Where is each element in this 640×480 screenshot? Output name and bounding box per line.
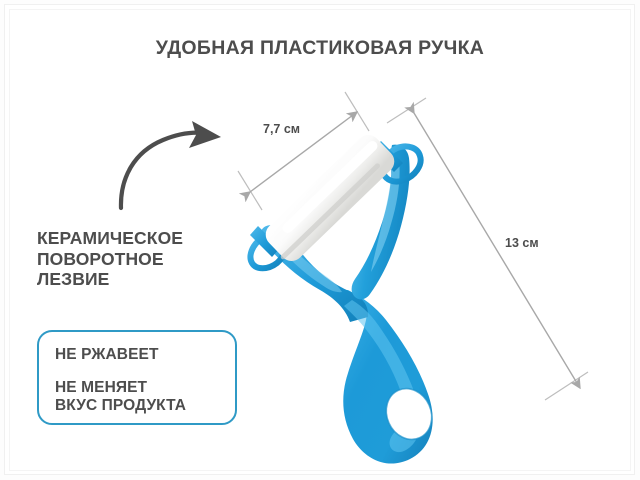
handle-hanging-hole bbox=[386, 388, 432, 440]
ceramic-blade-feature-text: КЕРАМИЧЕСКОЕ ПОВОРОТНОЕ ЛЕЗВИЕ bbox=[37, 228, 183, 290]
benefit-no-taste-change-line2: ВКУС ПРОДУКТА bbox=[55, 397, 187, 414]
dim-line-total-length bbox=[404, 101, 581, 390]
feature-line-2: ПОВОРОТНОЕ bbox=[37, 248, 164, 269]
curved-arrow-icon bbox=[118, 130, 207, 211]
handle-hanging-hole-rim bbox=[385, 387, 433, 441]
benefit-no-rust: НЕ РЖАВЕЕТ bbox=[55, 346, 159, 363]
handle-arm-highlight bbox=[371, 159, 400, 272]
benefit-no-taste-change-line1: НЕ МЕНЯЕТ bbox=[55, 379, 148, 396]
page-title: УДОБНАЯ ПЛАСТИКОВАЯ РУЧКА bbox=[155, 37, 485, 59]
curved-arrow-head-icon bbox=[189, 121, 221, 148]
blade-bracket-left bbox=[250, 226, 280, 257]
dimension-label-blade-width: 7,7 см bbox=[263, 122, 301, 136]
dim-line-blade-width bbox=[238, 111, 359, 203]
dimension-label-total-length: 13 см bbox=[505, 236, 539, 250]
benefit-no-taste-change: НЕ МЕНЯЕТ ВКУС ПРОДУКТА bbox=[55, 379, 186, 415]
feature-line-1: КЕРАМИЧЕСКОЕ bbox=[37, 228, 184, 248]
benefits-box: НЕ РЖАВЕЕТ НЕ МЕНЯЕТ ВКУС ПРОДУКТА bbox=[37, 330, 237, 425]
feature-line-3: ЛЕЗВИЕ bbox=[37, 269, 110, 289]
